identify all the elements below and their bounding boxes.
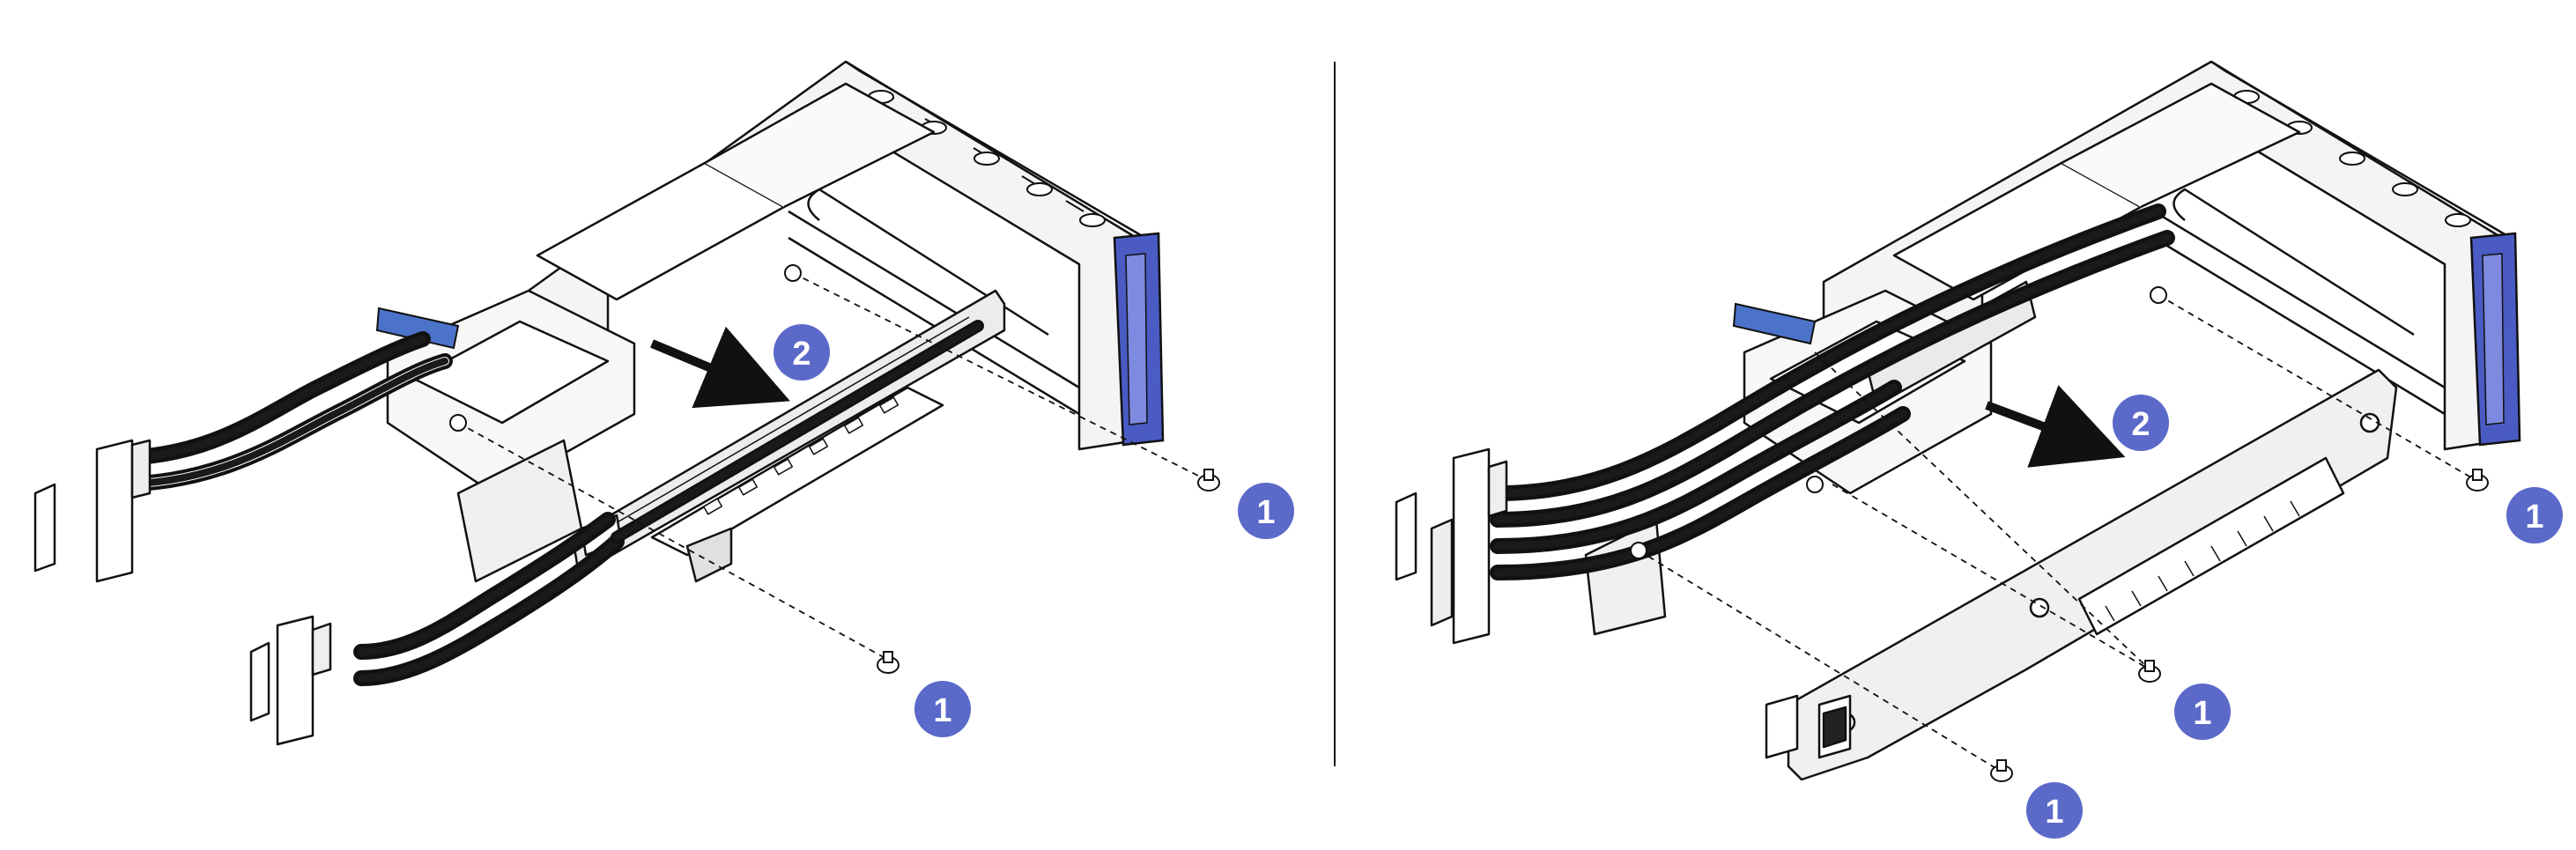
callout-step-1: 1 [2506, 487, 2563, 543]
cable-connectors [1395, 447, 1508, 645]
callout-step-1: 1 [2174, 684, 2231, 740]
screw-alignment-lines [457, 272, 1208, 662]
riser-card [1765, 368, 2398, 781]
callout-step-2: 2 [774, 324, 830, 381]
svg-text:1: 1 [1256, 494, 1275, 531]
cable-connectors [33, 439, 332, 746]
svg-text:2: 2 [2131, 406, 2150, 443]
release-latch [1113, 232, 1165, 447]
svg-text:1: 1 [2525, 499, 2543, 536]
svg-text:1: 1 [2193, 695, 2211, 732]
pull-tab [375, 307, 460, 350]
pull-tab [1732, 302, 1817, 345]
callout-step-2: 2 [2113, 395, 2169, 451]
svg-text:1: 1 [933, 692, 951, 729]
release-latch [2469, 232, 2521, 447]
right-panel: 2 1 1 1 [1395, 60, 2563, 839]
callout-step-1: 1 [914, 681, 971, 737]
screws [1630, 286, 2489, 782]
riser-cage [1584, 60, 2513, 636]
removal-arrow [1985, 385, 2126, 468]
removal-arrow [650, 326, 790, 409]
svg-text:2: 2 [792, 336, 811, 373]
callout-step-1: 1 [2026, 782, 2083, 839]
left-panel: 2 1 1 [33, 60, 1294, 746]
cables [1490, 203, 2175, 580]
screws [449, 264, 1220, 674]
svg-text:1: 1 [2045, 794, 2063, 831]
callout-step-1: 1 [1238, 483, 1294, 539]
screw-alignment-lines [1638, 294, 2476, 772]
cables [107, 320, 984, 686]
